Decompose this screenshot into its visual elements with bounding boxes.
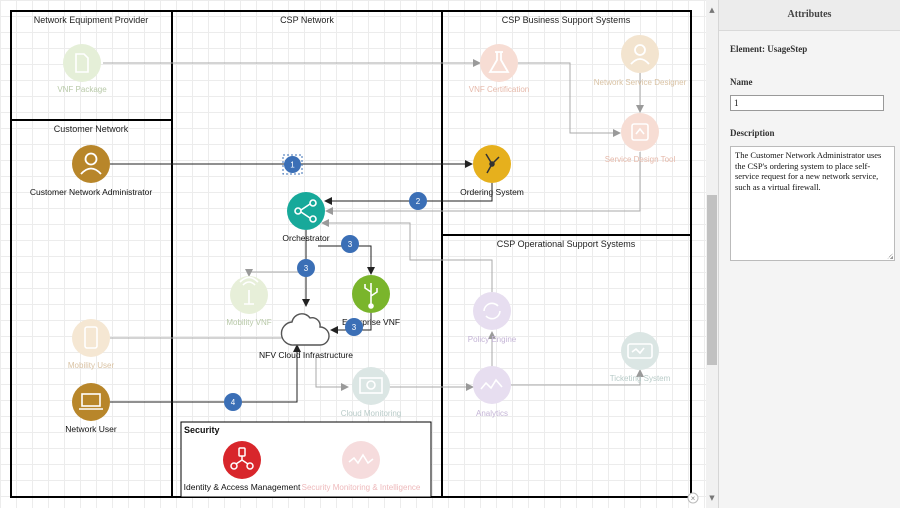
step-badge-3-orchestrator-enterprise[interactable]: 3 [341, 235, 359, 253]
phone-icon [84, 326, 98, 349]
node-vnf-package[interactable]: VNF Package [57, 44, 107, 94]
faded-connectors [103, 59, 644, 391]
step-number: 4 [231, 398, 236, 407]
label-network-service-designer: Network Service Designer [594, 78, 687, 87]
label-service-design-tool: Service Design Tool [605, 155, 676, 164]
step-number: 1 [290, 161, 295, 170]
scroll-up-arrow[interactable]: ▲ [709, 6, 715, 14]
node-orchestrator[interactable]: Orchestrator [282, 192, 330, 243]
lane-security[interactable] [180, 421, 432, 498]
share-icon [294, 199, 317, 223]
node-analytics[interactable]: Analytics [473, 366, 511, 418]
pulse-icon [348, 453, 374, 465]
node-customer-network-admin[interactable]: Customer Network Administrator [30, 145, 153, 197]
label-orchestrator: Orchestrator [282, 233, 329, 243]
user-icon [630, 44, 650, 65]
close-button[interactable]: × [687, 492, 699, 504]
lane-title-nep: Network Equipment Provider [34, 15, 149, 25]
step-number: 2 [416, 197, 421, 206]
lane-title-customer-network: Customer Network [54, 124, 129, 134]
description-label: Description [730, 128, 775, 138]
lane-oss[interactable] [441, 234, 692, 498]
label-nfv-cloud: NFV Cloud Infrastructure [259, 350, 353, 360]
close-icon: × [691, 494, 696, 503]
node-ticketing-system[interactable]: Ticketing System [610, 332, 671, 383]
node-vnf-certification[interactable]: VNF Certification [469, 44, 529, 94]
description-textarea[interactable]: The Customer Network Administrator uses … [730, 146, 895, 261]
label-ticketing-system: Ticketing System [610, 374, 671, 383]
node-service-design-tool[interactable]: Service Design Tool [605, 113, 676, 164]
node-iam[interactable]: Identity & Access Management [184, 441, 301, 492]
selection-box [282, 154, 303, 175]
label-ordering-system: Ordering System [460, 187, 524, 197]
node-network-service-designer[interactable]: Network Service Designer [594, 35, 687, 87]
label-policy-engine: Policy Engine [468, 335, 517, 344]
label-security-monitoring: Security Monitoring & Intelligence [302, 483, 421, 492]
label-customer-network-admin: Customer Network Administrator [30, 187, 153, 197]
label-analytics: Analytics [476, 409, 508, 418]
attributes-panel: Attributes Element: UsageStep Name 1 Des… [718, 0, 900, 508]
label-network-user: Network User [65, 424, 117, 434]
element-type: Element: UsageStep [730, 44, 808, 54]
scroll-down-arrow[interactable]: ▼ [709, 494, 715, 502]
description-text: The Customer Network Administrator uses … [735, 150, 882, 192]
node-mobility-vnf[interactable]: Mobility VNF [226, 276, 272, 327]
label-vnf-package: VNF Package [57, 85, 107, 94]
laptop-icon [79, 393, 103, 410]
step-badge-3-orchestrator-cloud[interactable]: 3 [297, 259, 315, 277]
label-cloud-monitoring: Cloud Monitoring [341, 409, 401, 418]
resize-handle[interactable] [887, 253, 893, 259]
lane-title-oss: CSP Operational Support Systems [497, 239, 636, 249]
usb-icon [364, 283, 378, 309]
line-chart-icon [480, 378, 503, 390]
label-enterprise-vnf: Enterprise VNF [342, 317, 400, 327]
user-icon [80, 152, 102, 175]
antenna-icon [239, 276, 259, 305]
design-tool-icon [631, 123, 649, 141]
monitor-icon [359, 377, 383, 394]
step-number: 3 [348, 240, 353, 249]
cloud-icon [280, 313, 330, 346]
label-mobility-vnf: Mobility VNF [226, 318, 271, 327]
node-enterprise-vnf[interactable]: Enterprise VNF [342, 275, 400, 327]
compass-icon [485, 153, 500, 174]
scrollbar-thumb[interactable] [707, 195, 717, 365]
label-iam: Identity & Access Management [184, 482, 301, 492]
step-number: 3 [304, 264, 309, 273]
ticket-icon [627, 343, 653, 359]
step-number: 3 [352, 323, 357, 332]
node-nfv-cloud[interactable]: NFV Cloud Infrastructure [259, 313, 353, 360]
file-icon [75, 53, 89, 73]
panel-header: Attributes [719, 0, 900, 31]
lane-title-bss: CSP Business Support Systems [502, 15, 631, 25]
step-badge-4[interactable]: 4 [224, 393, 242, 411]
lane-title-csp-network: CSP Network [280, 15, 334, 25]
step-badge-3-enterprise-cloud[interactable]: 3 [345, 318, 363, 336]
label-vnf-certification: VNF Certification [469, 85, 529, 94]
name-label: Name [730, 77, 753, 87]
label-mobility-user: Mobility User [68, 361, 115, 370]
node-security-monitoring[interactable]: Security Monitoring & Intelligence [302, 441, 421, 492]
node-ordering-system[interactable]: Ordering System [460, 145, 524, 197]
diagram-canvas[interactable]: Network Equipment Provider CSP Network C… [0, 0, 706, 508]
step-badge-1[interactable]: 1 [282, 154, 303, 175]
node-cloud-monitoring[interactable]: Cloud Monitoring [341, 367, 401, 418]
node-network-user[interactable]: Network User [65, 383, 117, 434]
flask-icon [488, 51, 510, 73]
step-badge-2[interactable]: 2 [409, 192, 427, 210]
node-policy-engine[interactable]: Policy Engine [468, 292, 517, 344]
lane-title-security: Security [184, 425, 220, 435]
node-mobility-user[interactable]: Mobility User [68, 319, 115, 370]
identity-icon [230, 447, 254, 470]
refresh-icon [483, 302, 501, 320]
name-input[interactable]: 1 [730, 95, 884, 111]
